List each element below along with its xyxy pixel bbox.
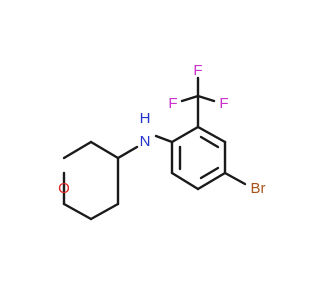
bond-cf3-f3 — [196, 94, 216, 103]
atom-label-br: Br — [251, 180, 266, 197]
bond-ring-c3-c4 — [89, 202, 120, 221]
bond-c5-c6 — [170, 171, 200, 191]
atom-label-h: H — [140, 110, 151, 127]
bond-double-c2-c3 — [199, 135, 220, 149]
atom-label-o: O — [58, 180, 70, 197]
molecule-structure: F F F H N O Br — [58, 62, 266, 221]
bond-c4-br — [223, 171, 247, 186]
bond-cf3-f2 — [180, 94, 200, 103]
molecule-canvas: F F F H N O Br — [58, 62, 266, 221]
bond-ring-c5-c6 — [89, 140, 120, 160]
bond-n-c1 — [154, 134, 174, 144]
atom-label-f-right: F — [219, 95, 228, 112]
bond-double-c4-c5 — [199, 166, 220, 180]
bond-c2-c3 — [196, 125, 227, 144]
atom-label-f-left: F — [168, 95, 177, 112]
atom-label-f-top: F — [193, 62, 202, 79]
bond-c1-c2 — [170, 125, 200, 144]
bond-ring-c2-c3 — [62, 202, 93, 221]
bond-c4-c5 — [196, 171, 227, 191]
bonds — [62, 76, 247, 221]
atom-label-n: N — [140, 133, 151, 150]
bond-ring-c6-o — [62, 140, 93, 160]
atom-labels: F F F H N O Br — [58, 62, 265, 197]
bond-c4-n — [116, 145, 139, 160]
